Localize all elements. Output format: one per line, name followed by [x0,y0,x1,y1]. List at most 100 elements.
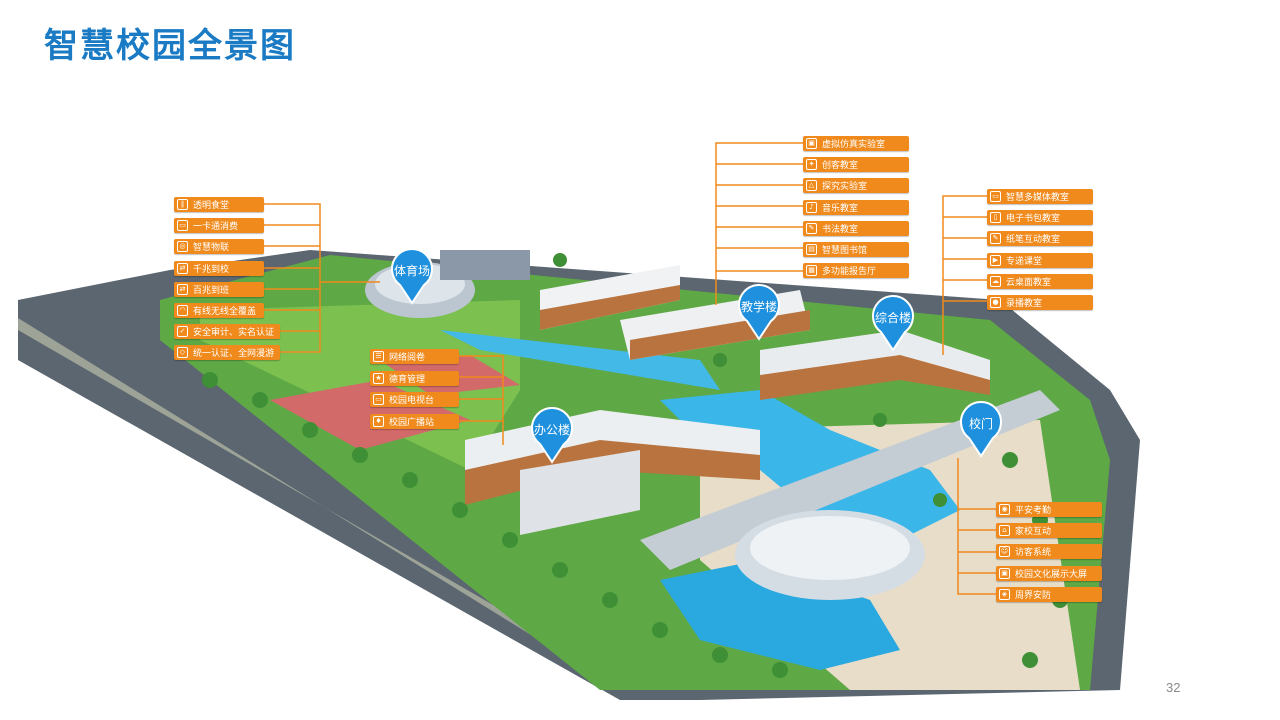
teaching-tag: △ 探究实验室 [803,178,909,193]
tag-label: 智慧多媒体教室 [1006,193,1070,203]
tag-label: 智慧图书馆 [822,246,868,256]
tag-label: 电子书包教室 [1006,214,1061,224]
iot-icon: ◎ [177,241,188,252]
gate-canopy [640,390,1060,570]
tag-label: 书法教室 [822,225,859,235]
pin-teaching: 教学楼 [730,283,788,341]
maker-icon: ✦ [806,159,817,170]
network-icon: ⇄ [177,284,188,295]
pin-label: 综合楼 [874,311,911,325]
office-tag: ★ 德育管理 [370,371,459,386]
sports-tag: ✓ 安全审计、实名认证 [174,324,281,339]
tag-label: 一卡通消费 [193,222,239,232]
wifi-icon: ◠ [177,305,188,316]
tag-label: 平安考勤 [1015,506,1052,516]
pin-gate: 校门 [952,400,1010,458]
book-icon: ▤ [806,244,817,255]
office-tag: ☰ 网络阅卷 [370,349,459,364]
tag-label: 有线无线全覆盖 [193,307,257,317]
pin-office: 办公楼 [523,406,581,464]
tablet-icon: ▯ [990,212,1001,223]
tag-label: 周界安防 [1015,591,1052,601]
monitor-icon: ▭ [990,191,1001,202]
complex-tag: ▶ 专递课堂 [987,253,1093,268]
mic-icon: ♦ [373,416,384,427]
teaching-tag: ✎ 书法教室 [803,221,909,236]
complex-tag: ▯ 电子书包教室 [987,210,1093,225]
gate-tag: ⌂ 家校互动 [996,523,1102,538]
teaching-tag: ▦ 多功能报告厅 [803,263,909,278]
tv-icon: ▭ [373,394,384,405]
pin-label: 校门 [968,417,993,431]
screen-icon: ▣ [999,568,1010,579]
tag-label: 访客系统 [1015,548,1052,558]
pin-complex: 综合楼 [864,294,922,352]
gate-tag: ▣ 校园文化展示大屏 [996,566,1102,581]
complex-tag: ✎纸笔互动教室 [987,231,1093,246]
tag-label: 网络阅卷 [389,353,426,363]
tag-label: 百兆到班 [193,286,230,296]
cloud-icon: ☁ [990,276,1001,287]
tag-label: 专递课堂 [1006,257,1043,267]
teaching-tag: ▤ 智慧图书馆 [803,242,909,257]
tag-label: 德育管理 [389,375,426,385]
page-number: 32 [1166,680,1181,695]
tag-label: 多功能报告厅 [822,267,877,277]
exam-icon: ☰ [373,351,384,362]
tag-label: 家校互动 [1015,527,1052,537]
hall-icon: ▦ [806,265,817,276]
tag-label: 千兆到校 [193,265,230,275]
tag-label: 虚拟仿真实验室 [822,140,886,150]
tag-label: 安全审计、实名认证 [193,328,275,338]
camera-icon: ● [990,297,1001,308]
music-icon: ♪ [806,202,817,213]
tag-label: 探究实验室 [822,182,868,192]
tag-label: 校园文化展示大屏 [1015,570,1088,580]
sports-tag: ◠ 有线无线全覆盖 [174,303,264,318]
pin-label: 教学楼 [740,300,777,314]
page-title: 智慧校园全景图 [44,26,296,66]
vr-icon: ▣ [806,138,817,149]
network-icon: ⇄ [177,263,188,274]
card-icon: ▭ [177,220,188,231]
tag-label: 智慧物联 [193,243,230,253]
teaching-tag: ♪ 音乐教室 [803,200,909,215]
tag-label: 透明食堂 [193,201,230,211]
office-tag: ♦校园广播站 [370,414,459,429]
perimeter-icon: ◈ [999,589,1010,600]
pin-sports: 体育场 [383,247,441,305]
visitor-icon: ☺ [999,546,1010,557]
gate-tag: ☺ 访客系统 [996,544,1102,559]
sports-tag: ▭ 一卡通消费 [174,218,264,233]
brush-icon: ✎ [806,223,817,234]
tag-label: 云桌面教室 [1006,278,1052,288]
office-tag: ▭ 校园电视台 [370,392,459,407]
sports-tag: ∥ 透明食堂 [174,197,264,212]
sports-tag: ⇄ 百兆到班 [174,282,264,297]
complex-tag: ☁ 云桌面教室 [987,274,1093,289]
gate-tag: ◉ 平安考勤 [996,502,1102,517]
gate-tag: ◈ 周界安防 [996,587,1102,602]
tag-label: 统一认证、全网漫游 [193,349,275,359]
pin-label: 体育场 [393,264,430,278]
video-icon: ▶ [990,255,1001,266]
sports-tag: ⇄ 千兆到校 [174,261,264,276]
tag-label: 创客教室 [822,161,859,171]
teaching-tag: ✦ 创客教室 [803,157,909,172]
utensils-icon: ∥ [177,199,188,210]
flask-icon: △ [806,180,817,191]
user-check-icon: ✓ [177,326,188,337]
shield-icon: ◇ [177,347,188,358]
complex-tag: ▭ 智慧多媒体教室 [987,189,1093,204]
teaching-tag: ▣ 虚拟仿真实验室 [803,136,909,151]
pen-icon: ✎ [990,233,1001,244]
attendance-icon: ◉ [999,504,1010,515]
sports-tag: ◇ 统一认证、全网漫游 [174,345,281,360]
tag-label: 校园电视台 [389,396,435,406]
home-icon: ⌂ [999,525,1010,536]
sports-tag: ◎ 智慧物联 [174,239,264,254]
moral-icon: ★ [373,373,384,384]
tag-label: 音乐教室 [822,204,859,214]
tag-label: 录播教室 [1006,299,1043,309]
